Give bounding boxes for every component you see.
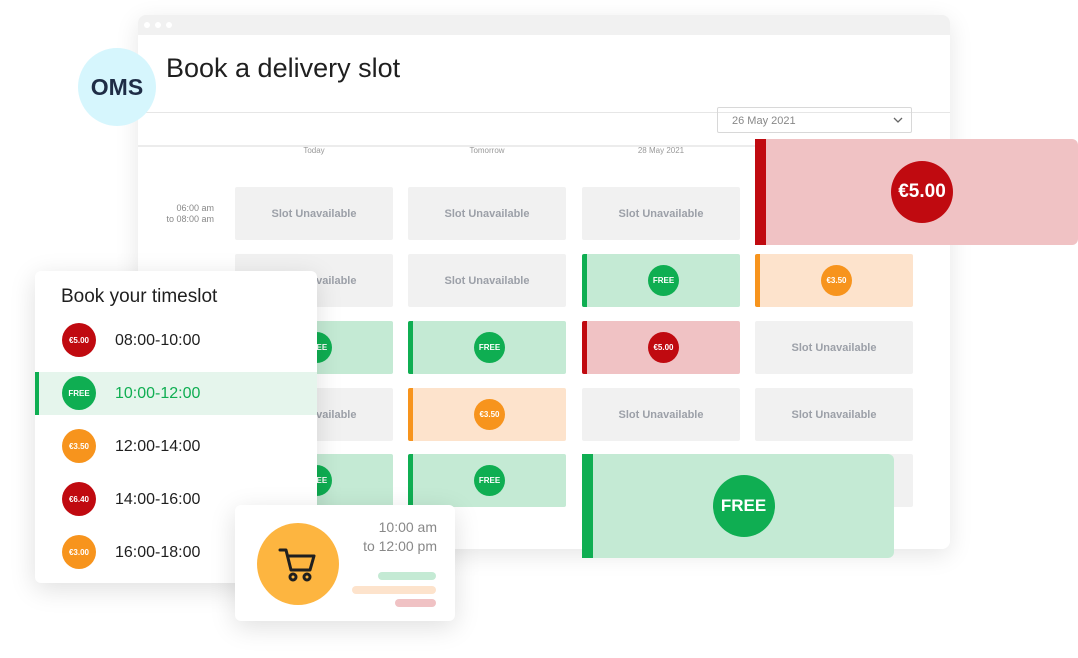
window-dot-icon: [166, 22, 172, 28]
cart-button[interactable]: [257, 523, 339, 605]
date-select[interactable]: 26 May 2021: [717, 107, 912, 133]
timeslot-card-title: Book your timeslot: [61, 286, 218, 307]
day-header-tomorrow: Tomorrow: [469, 146, 505, 155]
timeslot-option-selected[interactable]: FREE 10:00-12:00: [35, 372, 317, 415]
price-badge: €6.40: [62, 482, 96, 516]
time-label-to: to 08:00 am: [166, 214, 214, 224]
slot-unavailable: Slot Unavailable: [408, 187, 566, 240]
timeslot-time: 12:00-14:00: [115, 438, 201, 455]
timeslot-option[interactable]: €6.40 14:00-16:00: [35, 478, 317, 521]
window-titlebar: [138, 15, 950, 35]
slot-free[interactable]: FREE: [582, 254, 740, 307]
price-badge: €3.50: [474, 399, 505, 430]
slot-mid-price[interactable]: €3.50: [755, 254, 913, 307]
slot-unavailable: Slot Unavailable: [755, 388, 913, 441]
price-badge: FREE: [648, 265, 679, 296]
slot-unavailable: Slot Unavailable: [755, 321, 913, 374]
timeslot-card: Book your timeslot €5.00 08:00-10:00 FRE…: [35, 271, 317, 583]
price-badge: FREE: [62, 376, 96, 410]
slot-high-price[interactable]: €5.00: [582, 321, 740, 374]
price-badge: €5.00: [62, 323, 96, 357]
timeslot-time: 16:00-18:00: [115, 544, 201, 561]
price-badge-large: €5.00: [891, 161, 953, 223]
price-badge: €3.50: [62, 429, 96, 463]
price-badge: FREE: [474, 332, 505, 363]
timeslot-time: 14:00-16:00: [115, 491, 201, 508]
cart-time-from: 10:00 am: [378, 519, 437, 535]
window-dot-icon: [144, 22, 150, 28]
day-header-today: Today: [303, 146, 325, 155]
price-badge: €3.50: [821, 265, 852, 296]
cart-summary-card: 10:00 am to 12:00 pm: [235, 505, 455, 621]
slot-unavailable: Slot Unavailable: [582, 187, 740, 240]
price-badge: FREE: [474, 465, 505, 496]
summary-bar-mid: [352, 586, 436, 594]
page-title: Book a delivery slot: [166, 53, 401, 83]
cart-time-to: to 12:00 pm: [363, 538, 437, 554]
slot-mid-price[interactable]: €3.50: [408, 388, 566, 441]
window-header: [138, 35, 950, 113]
slot-unavailable: Slot Unavailable: [408, 254, 566, 307]
price-badge: €3.00: [62, 535, 96, 569]
window-dot-icon: [155, 22, 161, 28]
shopping-cart-icon: [278, 548, 316, 582]
price-badge-large: FREE: [712, 475, 775, 537]
timeslot-time: 08:00-10:00: [115, 332, 201, 349]
chevron-down-icon: [893, 117, 903, 123]
oms-logo: OMS: [78, 48, 156, 126]
toolbar-divider: [138, 145, 950, 147]
timeslot-option[interactable]: €3.50 12:00-14:00: [35, 425, 317, 468]
price-badge: €5.00: [648, 332, 679, 363]
slot-free[interactable]: FREE: [408, 321, 566, 374]
time-label: 06:00 am to 08:00 am: [150, 203, 214, 225]
slot-unavailable: Slot Unavailable: [582, 388, 740, 441]
timeslot-option[interactable]: €5.00 08:00-10:00: [35, 319, 317, 362]
timeslot-time: 10:00-12:00: [115, 385, 201, 402]
day-header-date: 28 May 2021: [637, 146, 685, 155]
highlight-slot-high-price[interactable]: €5.00: [755, 139, 1078, 245]
summary-bar-high: [395, 599, 436, 607]
slot-free[interactable]: FREE: [408, 454, 566, 507]
slot-unavailable: Slot Unavailable: [235, 187, 393, 240]
summary-bar-free: [378, 572, 436, 580]
time-label-from: 06:00 am: [176, 203, 214, 213]
timeslot-option[interactable]: €3.00 16:00-18:00: [35, 531, 317, 574]
highlight-slot-free[interactable]: FREE: [582, 454, 894, 558]
date-select-value: 26 May 2021: [732, 115, 796, 127]
